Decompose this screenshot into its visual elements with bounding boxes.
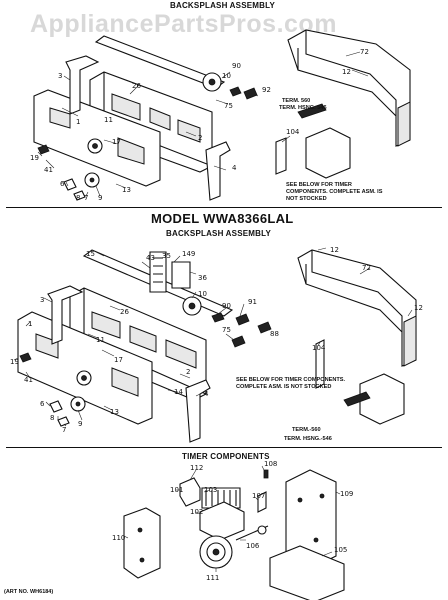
part-label-11: 11 xyxy=(96,336,105,344)
part-label-4: 4 xyxy=(232,164,237,172)
part-label-19: 19 xyxy=(10,358,19,366)
part-label-3: 3 xyxy=(58,72,62,80)
part-label-2: 2 xyxy=(198,134,202,142)
timer-note-2: SEE BELOW FOR TIMER COMPONENTS. COMPLETE… xyxy=(236,377,346,390)
term-label-2b: TERM. HSNG.-546 xyxy=(284,436,332,442)
part-label-104: 104 xyxy=(312,344,326,352)
part-label-90: 90 xyxy=(232,62,241,70)
term-label-2a: TERM.-560 xyxy=(292,427,321,433)
part-label-43: 43 xyxy=(146,254,155,262)
section-title-backsplash-2: BACKSPLASH ASSEMBLY xyxy=(166,229,271,238)
part-label-17: 17 xyxy=(112,138,121,146)
part-label-1: 1 xyxy=(28,320,32,328)
part-label-41: 41 xyxy=(44,166,53,174)
part-label-90: 90 xyxy=(222,302,231,310)
part-label-14: 14 xyxy=(174,388,183,396)
part-label-101: 101 xyxy=(170,486,183,494)
part-label-15: 15 xyxy=(86,250,95,258)
backsplash-assembly-1 xyxy=(33,29,411,201)
part-label-26: 26 xyxy=(132,82,141,90)
timer-components xyxy=(123,465,345,600)
section-divider-1 xyxy=(6,207,442,208)
part-label-92: 92 xyxy=(262,86,271,94)
part-label-9: 9 xyxy=(98,194,102,202)
model-title: MODEL WWA8366LAL xyxy=(151,211,294,226)
part-label-4: 4 xyxy=(204,390,209,398)
part-label-7: 7 xyxy=(62,426,66,434)
part-label-72: 72 xyxy=(362,264,371,272)
part-label-75: 75 xyxy=(224,102,233,110)
part-label-111: 111 xyxy=(206,574,219,582)
part-label-102: 102 xyxy=(190,508,203,516)
part-label-8: 8 xyxy=(76,194,80,202)
part-label-13: 13 xyxy=(110,408,119,416)
part-label-103: 103 xyxy=(204,486,217,494)
part-label-1: 1 xyxy=(76,118,80,126)
part-label-88: 88 xyxy=(270,330,279,338)
part-label-10: 10 xyxy=(222,72,231,80)
term-label-1b: TERM. HSNG. 546 xyxy=(279,105,327,111)
part-label-12: 12 xyxy=(414,304,423,312)
section-divider-2 xyxy=(6,447,442,448)
part-label-105: 105 xyxy=(334,546,347,554)
part-label-7: 7 xyxy=(84,194,88,202)
part-label-17: 17 xyxy=(114,356,123,364)
part-label-12: 12 xyxy=(342,68,351,76)
part-label-112: 112 xyxy=(190,464,203,472)
section-title-timer: TIMER COMPONENTS xyxy=(182,452,270,461)
part-label-41: 41 xyxy=(24,376,33,384)
section-title-backsplash: BACKSPLASH ASSEMBLY xyxy=(170,1,275,10)
part-label-109: 109 xyxy=(340,490,353,498)
part-label-13: 13 xyxy=(122,186,131,194)
part-label-149: 149 xyxy=(182,250,195,258)
part-label-8: 8 xyxy=(50,414,54,422)
backsplash-assembly-2 xyxy=(13,247,417,443)
part-label-19: 19 xyxy=(30,154,39,162)
watermark: AppliancePartsPros.com xyxy=(30,10,337,38)
part-label-2: 2 xyxy=(186,368,190,376)
art-number: (ART NO. WH6184) xyxy=(4,589,54,595)
part-label-104: 104 xyxy=(286,128,300,136)
part-label-36: 36 xyxy=(198,274,207,282)
part-label-91: 91 xyxy=(248,298,257,306)
part-label-108: 108 xyxy=(264,460,277,468)
timer-note-1: SEE BELOW FOR TIMER COMPONENTS. COMPLETE… xyxy=(286,182,383,202)
part-label-12: 12 xyxy=(330,246,339,254)
part-label-6: 6 xyxy=(40,400,45,408)
part-label-11: 11 xyxy=(104,116,113,124)
part-label-110: 110 xyxy=(112,534,125,542)
part-label-107: 107 xyxy=(252,492,265,500)
part-label-75: 75 xyxy=(222,326,231,334)
part-label-6: 6 xyxy=(60,180,65,188)
term-label-1a: TERM. 560 xyxy=(282,98,311,104)
part-label-3: 3 xyxy=(40,296,44,304)
part-label-106: 106 xyxy=(246,542,260,550)
part-label-10: 10 xyxy=(198,290,207,298)
part-label-9: 9 xyxy=(78,420,82,428)
part-label-35: 35 xyxy=(162,252,171,260)
part-label-26: 26 xyxy=(120,308,129,316)
part-label-72: 72 xyxy=(360,48,369,56)
